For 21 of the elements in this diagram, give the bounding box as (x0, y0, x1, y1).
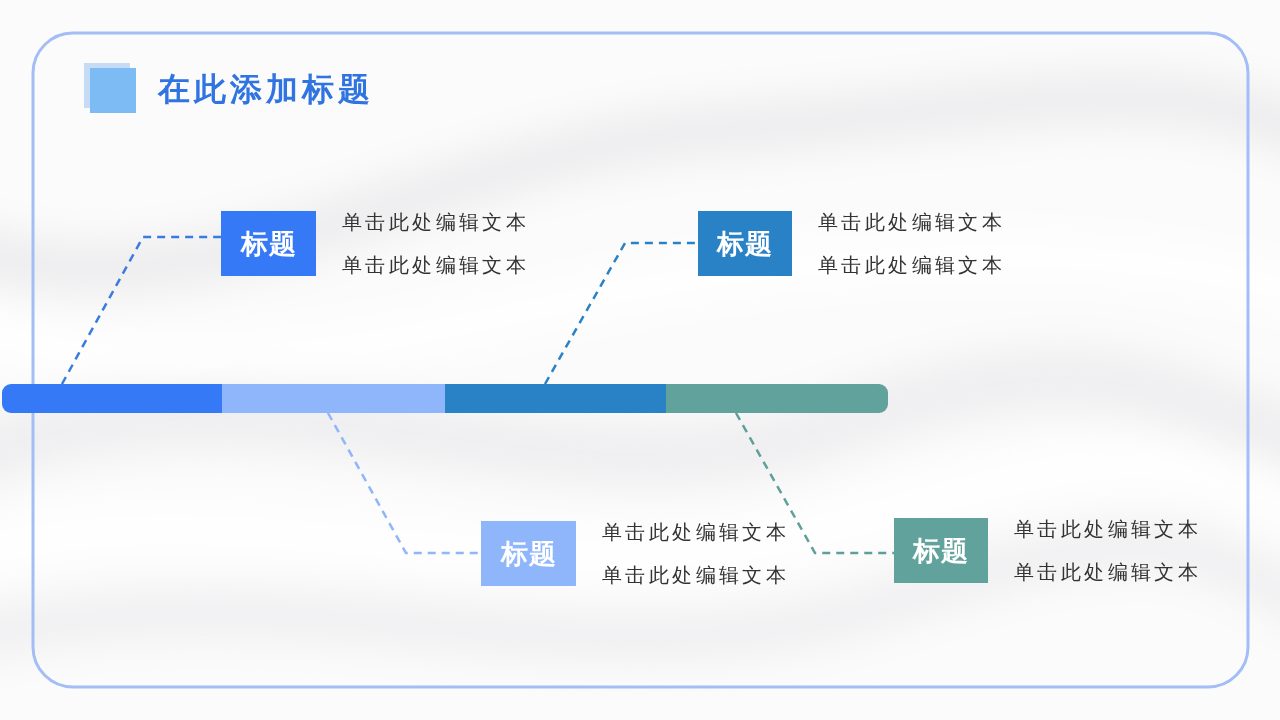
leader-line (734, 412, 894, 555)
body-text: 单击此处编辑文本 (342, 253, 530, 277)
timeline-segment (666, 384, 888, 413)
leader-line (60, 235, 221, 385)
leader-line (326, 412, 481, 555)
slide-title: 在此添加标题 (158, 70, 374, 109)
leader-line (543, 241, 698, 385)
body-text: 单击此处编辑文本 (602, 563, 790, 587)
body-text: 单击此处编辑文本 (1014, 560, 1202, 584)
title-box: 标题 (894, 518, 988, 583)
timeline-segment (222, 384, 445, 413)
body-text: 单击此处编辑文本 (342, 210, 530, 234)
timeline-segment (2, 384, 222, 413)
timeline-segment (445, 384, 666, 413)
title-box: 标题 (481, 521, 576, 586)
body-text: 单击此处编辑文本 (818, 210, 1006, 234)
body-text: 单击此处编辑文本 (602, 520, 790, 544)
body-text: 单击此处编辑文本 (818, 253, 1006, 277)
title-box: 标题 (698, 211, 792, 276)
body-text: 单击此处编辑文本 (1014, 517, 1202, 541)
title-box: 标题 (221, 211, 316, 276)
